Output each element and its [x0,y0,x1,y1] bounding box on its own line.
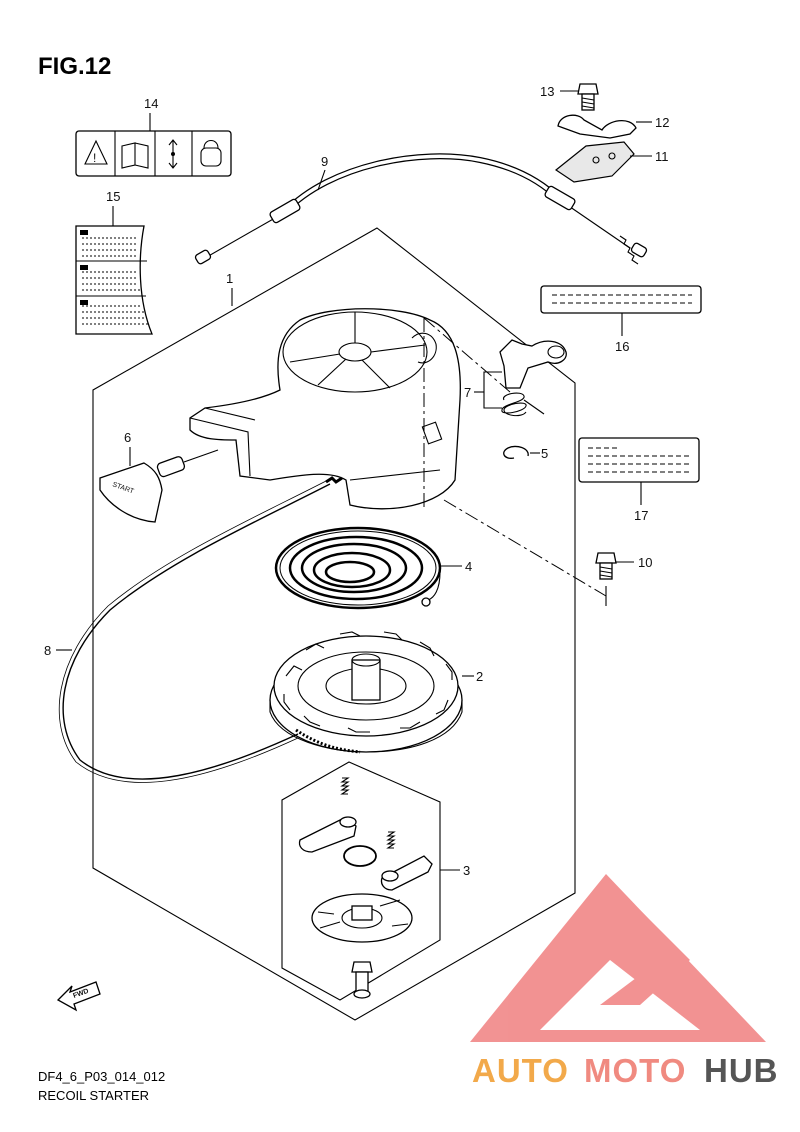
assembly-outline [92,227,576,1021]
callout-6: 6 [124,430,131,445]
callout-10: 10 [638,555,652,570]
part-11-bracket [554,141,635,183]
part-13-bolt [577,83,599,111]
part-2-reel [269,631,463,754]
callout-4: 4 [465,559,472,574]
callout-3: 3 [463,863,470,878]
part-7-lever [499,339,567,389]
part-8-rope [58,476,343,783]
warning-triangle-icon: ! [84,139,108,165]
diagram-code: DF4_6_P03_014_012 [38,1069,165,1084]
lock-icon [200,139,222,167]
diagram-caption: RECOIL STARTER [38,1088,149,1103]
part-7-spring [501,392,545,417]
callout-14: 14 [144,96,158,111]
callout-5: 5 [541,446,548,461]
part-17-label [578,437,700,483]
part-1-starter-housing [189,308,461,510]
part-9-cable [194,153,648,265]
part-15-label [75,225,153,335]
callout-9: 9 [321,154,328,169]
callout-7: 7 [464,385,471,400]
watermark-text: AUTO MOTO HUB [472,1052,779,1089]
up-down-arrow-icon [168,139,178,169]
callout-17: 17 [634,508,648,523]
figure-title: FIG.12 [38,53,111,80]
part-12-clamp [557,114,637,139]
svg-text:!: ! [93,151,96,165]
watermark-part1: AUTO [472,1052,569,1089]
part-16-label [540,285,702,314]
callout-11: 11 [655,149,669,164]
callout-13: 13 [540,84,554,99]
part-14-decal: ! [75,130,232,177]
part-6-handle: START [99,449,219,523]
part-5-eclip [503,445,529,459]
callout-12: 12 [655,115,669,130]
watermark-part2: MOTO [584,1052,686,1089]
fwd-arrow-icon: FWD [56,981,101,1012]
watermark-logo-icon [470,874,766,1042]
part-4-spring [274,526,442,610]
callout-2: 2 [476,669,483,684]
watermark-part3: HUB [704,1052,779,1089]
part-3-kit-outline [281,761,441,1001]
callout-16: 16 [615,339,629,354]
manual-book-icon [121,142,149,169]
callout-8: 8 [44,643,51,658]
part-10-bolt [595,552,617,580]
callout-15: 15 [106,189,120,204]
callout-1: 1 [226,271,233,286]
part-3-ratchet-kit [298,777,433,999]
